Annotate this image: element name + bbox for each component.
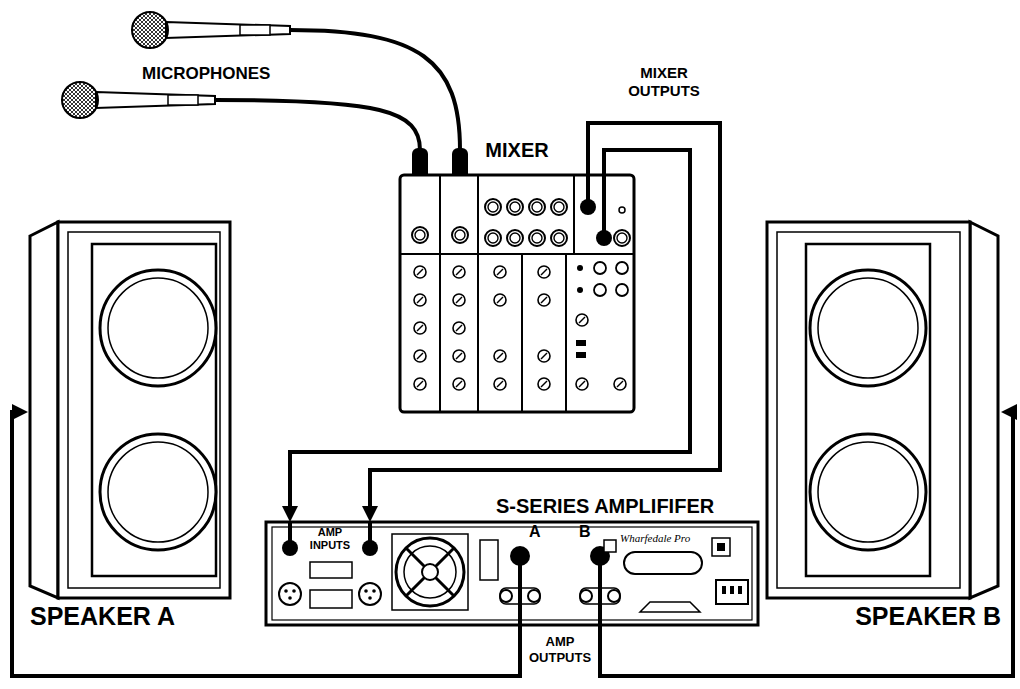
speaker-cabinet bbox=[767, 222, 998, 598]
arrow-head bbox=[362, 506, 378, 522]
cable-connector bbox=[362, 123, 720, 522]
speaker-label: SPEAKER B bbox=[855, 602, 1001, 631]
cable-line bbox=[290, 150, 690, 508]
channel-letter: B bbox=[579, 523, 591, 541]
part-label: MIXER OUTPUTS bbox=[618, 64, 710, 100]
amplifier-heading: S-SERIES AMPLIFIFER bbox=[496, 495, 714, 518]
cable-connector bbox=[600, 404, 1017, 676]
input-label: AMP INPUTS bbox=[302, 526, 358, 551]
mixer-body bbox=[400, 175, 634, 412]
channel-letter: A bbox=[529, 523, 541, 541]
mixer-box: MIXER bbox=[400, 175, 634, 412]
speaker-label: SPEAKER A bbox=[30, 602, 175, 631]
cable-line bbox=[12, 412, 520, 676]
amplifier-panel bbox=[266, 522, 758, 625]
arrow-head bbox=[282, 506, 298, 522]
speaker-box: SPEAKER B bbox=[765, 218, 1001, 598]
mixer-heading: MIXER bbox=[400, 139, 634, 162]
amplifier-box: S-SERIES AMPLIFIFERAMP INPUTSABWharfedal… bbox=[266, 522, 758, 625]
cable-connector bbox=[12, 404, 520, 676]
microphone bbox=[62, 82, 428, 206]
speaker-box: SPEAKER A bbox=[28, 218, 232, 598]
part-label: AMP OUTPUTS bbox=[525, 634, 595, 665]
cable-connector bbox=[282, 150, 690, 522]
part-label: MICROPHONES bbox=[142, 64, 270, 84]
arrow-head bbox=[12, 404, 28, 420]
cable-line bbox=[600, 412, 1013, 676]
brand-logo: Wharfedale Pro bbox=[620, 532, 690, 544]
speaker-cabinet bbox=[30, 222, 230, 598]
arrow-head bbox=[1001, 404, 1017, 420]
